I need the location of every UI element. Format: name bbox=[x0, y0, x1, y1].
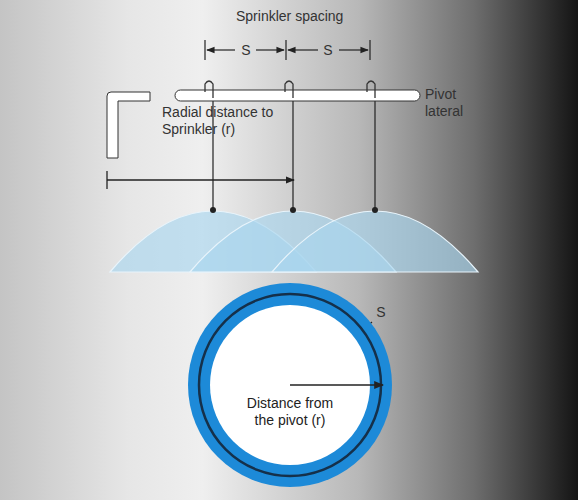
text-label: Pivot lateral bbox=[425, 86, 477, 120]
sprinkler-head bbox=[210, 207, 378, 213]
text-label: Sprinkler spacing bbox=[236, 8, 376, 25]
dimension-line bbox=[205, 40, 370, 60]
ring-outline bbox=[187, 282, 393, 488]
lateral-pipe bbox=[175, 90, 420, 101]
irrigated-circle: Distance from the pivot (r) bbox=[187, 282, 393, 488]
pivot-pipe bbox=[107, 92, 150, 158]
radial-arrow bbox=[107, 179, 294, 180]
sprinkler-hook bbox=[205, 81, 375, 98]
radius-arrow bbox=[290, 384, 383, 385]
dimension-label: S bbox=[321, 42, 335, 59]
text-label: Radial distance to Sprinkler (r) bbox=[162, 104, 276, 138]
circle-label: Distance from the pivot (r) bbox=[240, 395, 340, 429]
spray-pattern bbox=[110, 211, 478, 272]
outer-ring bbox=[188, 283, 392, 487]
dimension-label: S bbox=[239, 42, 253, 59]
dimension-label: S bbox=[374, 304, 388, 321]
